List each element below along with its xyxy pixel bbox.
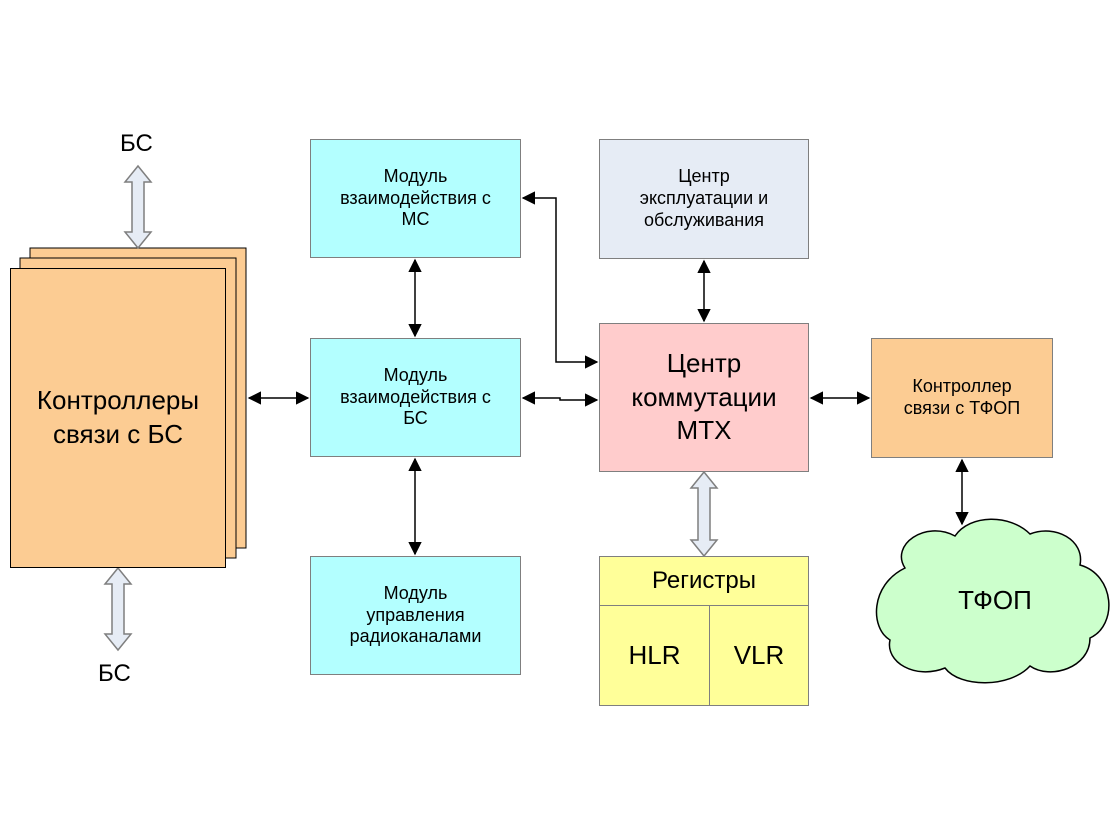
msc-registers-hollow-arrow — [689, 470, 719, 558]
bsc-label: Контроллеры связи с БС — [36, 385, 200, 449]
switching-center: Центр коммутации МТХ — [599, 323, 809, 472]
pstn-label: ТФОП — [958, 585, 1032, 615]
ms-interaction-module: Модуль взаимодействия с МС — [310, 139, 521, 258]
bs-bottom-hollow-arrow — [103, 566, 133, 652]
ms-interaction-module-label: Модуль взаимодействия с МС — [340, 165, 491, 230]
bsc-box: Контроллеры связи с БС — [10, 268, 226, 568]
bs-bottom-label: БС — [98, 660, 131, 687]
radio-control-module-label: Модуль управления радиоканалами — [349, 582, 482, 647]
bs-module-msc-arrow — [521, 391, 599, 407]
switching-center-label: Центр коммутации МТХ — [631, 347, 777, 446]
pstn-controller: Контроллер связи с ТФОП — [871, 338, 1053, 458]
registers-block: Регистры HLR VLR — [599, 556, 809, 706]
registers-title: Регистры — [600, 557, 808, 606]
bs-interaction-module: Модуль взаимодействия с БС — [310, 338, 521, 457]
vlr-cell: VLR — [733, 640, 785, 670]
bs-top-hollow-arrow — [123, 164, 153, 250]
oam-center: Центр эксплуатации и обслуживания — [599, 139, 809, 259]
radio-control-module: Модуль управления радиоканалами — [310, 556, 521, 675]
pstn-cloud — [875, 518, 1110, 684]
bs-interaction-module-label: Модуль взаимодействия с БС — [340, 364, 491, 429]
pstn-controller-label: Контроллер связи с ТФОП — [903, 376, 1021, 418]
ms-module-msc-arrow — [521, 191, 599, 369]
bs-top-label: БС — [120, 130, 153, 157]
oam-center-label: Центр эксплуатации и обслуживания — [639, 166, 769, 230]
hlr-cell: HLR — [600, 606, 710, 705]
